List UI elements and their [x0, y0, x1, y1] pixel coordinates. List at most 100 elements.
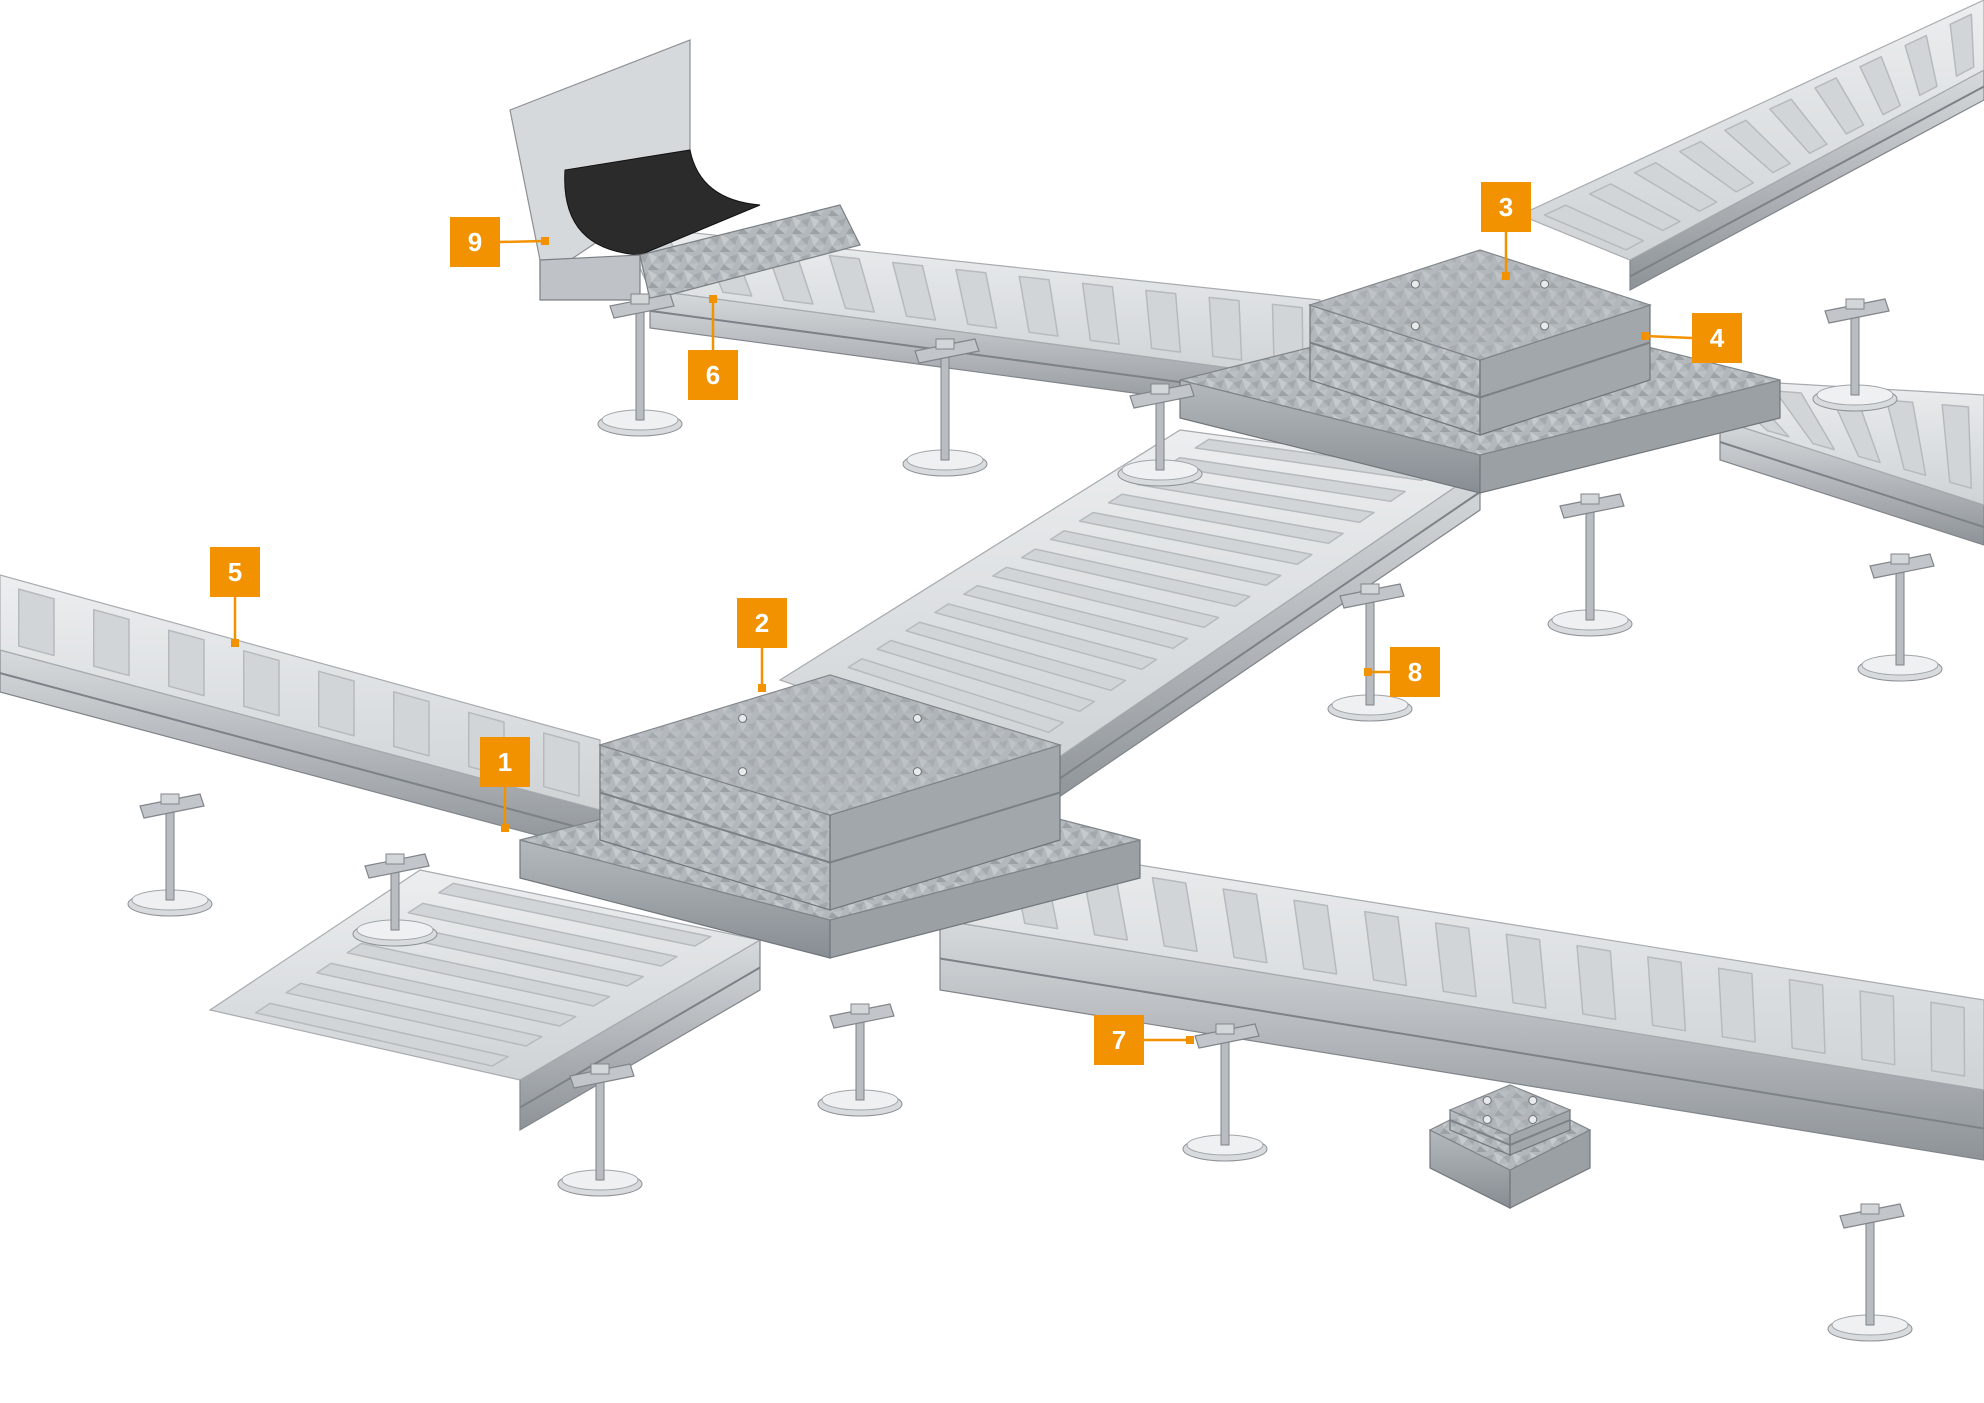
levelling-foot-nut [1845, 298, 1865, 310]
tray-upper-left-slot [891, 261, 937, 321]
callout-9: 9 [450, 217, 549, 267]
callout-5: 5 [210, 547, 260, 647]
tray-center-diagonal-rail [1039, 491, 1481, 793]
tray-back-right-slot [1769, 98, 1828, 155]
tray-front-right-slot [1222, 888, 1268, 964]
levelling-foot [597, 293, 683, 437]
tray-center-diagonal-slot [992, 566, 1220, 629]
levelling-foot-threaded-rod [635, 299, 645, 421]
tray-upper-left-slot [1145, 289, 1182, 353]
callout-9-anchor-dot [541, 237, 549, 245]
tray-center-diagonal-slot [876, 639, 1096, 713]
callout-5-box [210, 547, 260, 597]
levelling-foot-nut [1580, 493, 1600, 505]
levelling-foot-bracket [914, 338, 980, 364]
levelling-foot-bracket [1129, 383, 1195, 409]
levelling-foot-threaded-rod [1220, 1029, 1230, 1146]
levelling-foot-nut [1860, 1203, 1880, 1215]
callout-3-box [1481, 182, 1531, 232]
levelling-foot [127, 793, 213, 917]
tray-front-right-rail [939, 957, 1984, 1130]
junction-box-2-screw [912, 713, 922, 723]
tray-left [0, 574, 601, 853]
tray-right-upper-slot [1774, 390, 1836, 451]
levelling-foot-threaded-rod [165, 799, 175, 901]
tray-left-slot [18, 588, 55, 657]
junction-box-3 [1179, 249, 1781, 494]
tray-left-slot [243, 650, 280, 717]
tray-center-diagonal-slot [1107, 493, 1344, 545]
callout-1: 1 [480, 737, 530, 832]
junction-box-corner-screw [1528, 1096, 1538, 1105]
tray-upper-left-slot [955, 268, 998, 329]
callout-8-anchor-dot [1364, 668, 1372, 676]
tray-front-left-slot [438, 882, 712, 947]
levelling-foot [1327, 583, 1413, 722]
levelling-foot-nut [160, 793, 180, 805]
callout-9-box [450, 217, 500, 267]
tray-upper-left-slot [1208, 296, 1243, 361]
tray-front-left-slot [407, 902, 678, 967]
levelling-foot-nut [385, 853, 405, 865]
junction-box-3-lid-seam [1479, 341, 1651, 399]
tray-back-right-slot [1859, 55, 1902, 116]
levelling-foot-threaded-rod [1365, 589, 1375, 706]
levelling-foot-threaded-rod [1895, 559, 1905, 666]
callout-2-label: 2 [755, 608, 769, 638]
tray-front-right-slot [1717, 967, 1756, 1043]
tray-left-rail [0, 672, 601, 835]
junction-box-2-lid-seam [829, 791, 1061, 864]
tray-back-right-slot [1949, 13, 1975, 77]
tray-center-diagonal-slot [905, 621, 1127, 692]
levelling-foot-bracket [829, 1003, 895, 1029]
callout-2-box [737, 598, 787, 648]
levelling-foot-threaded-rod [940, 344, 950, 461]
tray-front-right-slot [1859, 990, 1896, 1066]
tray-front-right-slot [1576, 944, 1617, 1021]
callout-3-anchor-dot [1502, 272, 1510, 280]
tray-front-right-slot [1293, 899, 1338, 975]
callout-8-label: 8 [1408, 657, 1422, 687]
tray-back-right-slot [1814, 77, 1865, 135]
tray-center-diagonal [778, 429, 1482, 812]
tray-back-right-slot [1724, 119, 1791, 174]
duct-geometry [0, 0, 1984, 1342]
callout-6-anchor-dot [709, 295, 717, 303]
levelling-foot-bracket [1339, 583, 1405, 609]
tray-front-left-slot [285, 982, 543, 1047]
callout-1-box [480, 737, 530, 787]
tray-back-right-slot [1588, 183, 1681, 232]
levelling-foot-threaded-rod [1585, 499, 1595, 621]
callout-3: 3 [1481, 182, 1531, 280]
tray-center-diagonal-slot [934, 603, 1158, 671]
callout-4-anchor-dot [1641, 332, 1649, 340]
junction-box-2-screw [912, 767, 922, 777]
levelling-foot [1117, 383, 1203, 487]
callout-7: 7 [1094, 1015, 1194, 1065]
tray-center-diagonal-slot [847, 658, 1064, 734]
tray-center-diagonal-slot [1020, 548, 1251, 608]
tray-upper-left-slot [1081, 282, 1120, 345]
tray-front-right-slot [1647, 956, 1687, 1032]
levelling-foot-bracket [1869, 553, 1935, 579]
tray-front-right-slot [1363, 910, 1408, 987]
junction-box-corner-screw [1482, 1115, 1492, 1124]
junction-box-2-screw [738, 713, 748, 723]
callout-7-anchor-dot [1186, 1036, 1194, 1044]
levelling-foot-threaded-rod [1865, 1209, 1875, 1326]
tray-front-left-rail [519, 966, 761, 1109]
junction-box-corner [1428, 1084, 1592, 1209]
junction-box-2-screw [738, 767, 748, 777]
junction-box-corner-lid-seam [1509, 1119, 1571, 1146]
callout-4: 4 [1641, 313, 1742, 363]
tray-center-diagonal-slot [963, 584, 1189, 650]
callout-1-anchor-dot [501, 824, 509, 832]
junction-box-2-lid-sheen [600, 675, 1060, 815]
junction-box-3-lid-sheen [1310, 250, 1650, 360]
junction-box-corner-screw [1528, 1115, 1538, 1124]
tray-back-right-rail [1629, 85, 1984, 278]
levelling-foot-nut [1360, 583, 1380, 595]
callout-9-leader-line [499, 239, 546, 244]
tray-front-left-slot [254, 1002, 509, 1067]
